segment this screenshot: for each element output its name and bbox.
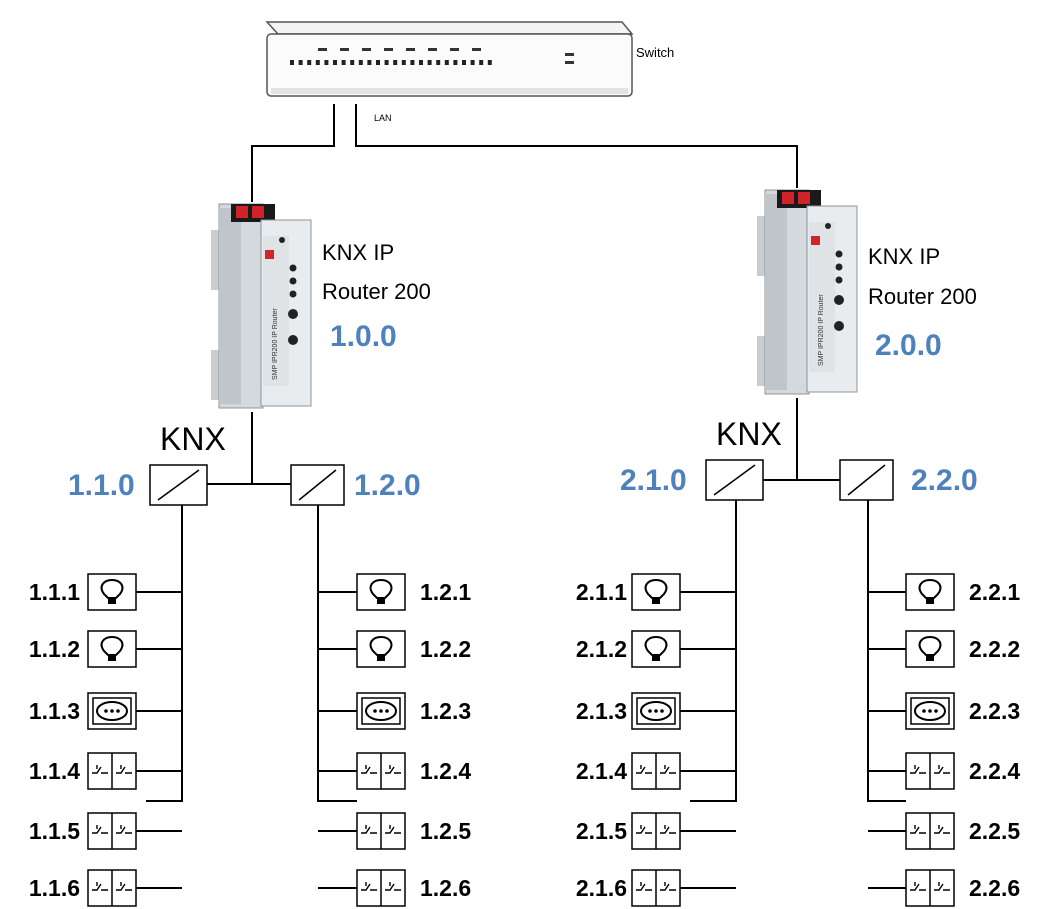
line-coupler-1-2 — [290, 464, 345, 506]
device-switch-1-2-4 — [356, 752, 406, 790]
ip-router-device-1: SMP IPR200 IP Router — [211, 203, 312, 409]
backbone-right — [763, 398, 840, 481]
device-address-2-1-4: 2.1.4 — [576, 758, 627, 784]
coupler-address-1-2: 1.2.0 — [354, 469, 421, 502]
device-switch-1-1-4 — [87, 752, 137, 790]
router-1-name-line2: Router 200 — [322, 279, 431, 304]
device-lamp-1-1-2 — [87, 630, 137, 668]
device-switch-2-2-4 — [905, 752, 955, 790]
device-switch-1-2-6 — [356, 869, 406, 907]
device-address-1-1-4: 1.1.4 — [29, 758, 80, 784]
device-address-2-2-5: 2.2.5 — [969, 818, 1020, 844]
device-address-2-1-6: 2.1.6 — [576, 875, 627, 901]
device-address-1-1-3: 1.1.3 — [29, 698, 80, 724]
router-2-address: 2.0.0 — [875, 329, 942, 362]
coupler-address-2-1: 2.1.0 — [620, 464, 687, 497]
lan-label: LAN — [374, 113, 392, 123]
device-socket-2-2-3 — [905, 692, 955, 730]
line-bus-2-1 — [690, 500, 737, 802]
router-1-name-line1: KNX IP — [322, 240, 394, 265]
device-address-1-1-5: 1.1.5 — [29, 818, 80, 844]
line-coupler-1-1 — [149, 464, 208, 506]
device-lamp-1-1-1 — [87, 573, 137, 611]
coupler-address-1-1: 1.1.0 — [68, 469, 135, 502]
device-address-1-1-6: 1.1.6 — [29, 875, 80, 901]
device-address-1-2-1: 1.2.1 — [420, 579, 471, 605]
device-switch-2-2-6 — [905, 869, 955, 907]
line-coupler-2-1 — [705, 459, 764, 501]
device-address-2-1-1: 2.1.1 — [576, 579, 627, 605]
lan-cable-left — [251, 104, 335, 202]
device-address-1-1-2: 1.1.2 — [29, 636, 80, 662]
device-switch-1-1-5 — [87, 812, 137, 850]
line-bus-1-1 — [146, 505, 183, 802]
backbone-left — [207, 412, 291, 485]
device-socket-1-1-3 — [87, 692, 137, 730]
device-switch-1-1-6 — [87, 869, 137, 907]
device-address-2-2-4: 2.2.4 — [969, 758, 1020, 784]
line-bus-2-2 — [867, 500, 906, 802]
device-switch-2-2-5 — [905, 812, 955, 850]
router-2-name-line2: Router 200 — [868, 284, 977, 309]
router-1-address: 1.0.0 — [330, 320, 397, 353]
device-address-1-1-1: 1.1.1 — [29, 579, 80, 605]
router-1-device-text: SMP IPR200 IP Router — [272, 308, 279, 380]
knx-label-left: KNX — [160, 421, 226, 457]
device-address-1-2-3: 1.2.3 — [420, 698, 471, 724]
lan-cable-right — [355, 104, 798, 188]
device-switch-2-1-5 — [631, 812, 681, 850]
device-socket-1-2-3 — [356, 692, 406, 730]
line-bus-1-2 — [317, 505, 357, 802]
network-switch-icon — [265, 21, 634, 97]
device-address-2-2-3: 2.2.3 — [969, 698, 1020, 724]
device-address-1-2-4: 1.2.4 — [420, 758, 471, 784]
device-lamp-2-1-2 — [631, 630, 681, 668]
device-address-2-2-6: 2.2.6 — [969, 875, 1020, 901]
device-lamp-1-2-1 — [356, 573, 406, 611]
device-address-2-2-2: 2.2.2 — [969, 636, 1020, 662]
device-lamp-2-2-2 — [905, 630, 955, 668]
knx-label-right: KNX — [716, 416, 782, 452]
device-address-1-2-5: 1.2.5 — [420, 818, 471, 844]
router-2-device-text: SMP IPR200 IP Router — [818, 294, 825, 366]
ip-router-device-2: SMP IPR200 IP Router — [757, 189, 858, 395]
device-lamp-2-1-1 — [631, 573, 681, 611]
switch-label: Switch — [636, 45, 674, 60]
line-coupler-2-2 — [839, 459, 894, 501]
device-lamp-2-2-1 — [905, 573, 955, 611]
device-switch-1-2-5 — [356, 812, 406, 850]
device-address-1-2-6: 1.2.6 — [420, 875, 471, 901]
coupler-address-2-2: 2.2.0 — [911, 464, 978, 497]
device-address-2-1-2: 2.1.2 — [576, 636, 627, 662]
device-address-2-1-3: 2.1.3 — [576, 698, 627, 724]
device-switch-2-1-4 — [631, 752, 681, 790]
device-address-2-2-1: 2.2.1 — [969, 579, 1020, 605]
device-address-2-1-5: 2.1.5 — [576, 818, 627, 844]
device-address-1-2-2: 1.2.2 — [420, 636, 471, 662]
device-lamp-1-2-2 — [356, 630, 406, 668]
device-socket-2-1-3 — [631, 692, 681, 730]
device-switch-2-1-6 — [631, 869, 681, 907]
router-2-name-line1: KNX IP — [868, 244, 940, 269]
